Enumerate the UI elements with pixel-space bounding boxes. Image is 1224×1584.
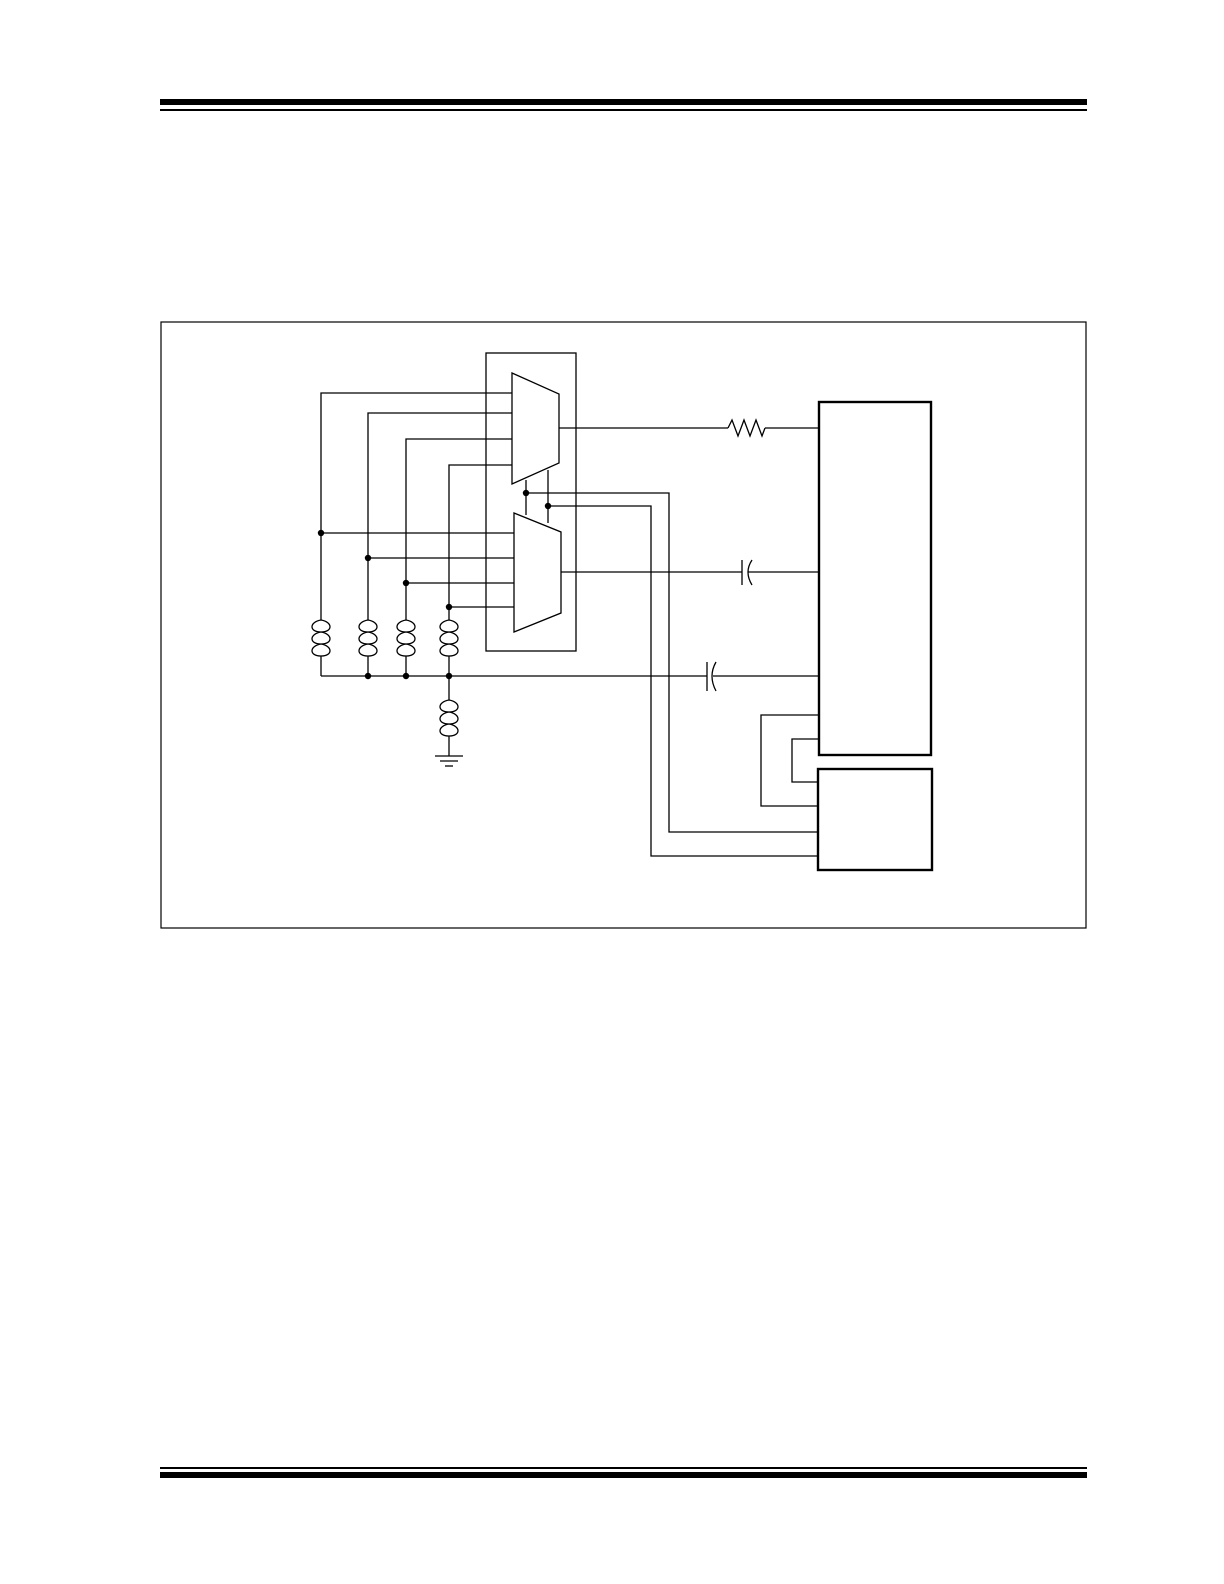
block-interconnect bbox=[760, 714, 819, 807]
multiplexer-top bbox=[511, 371, 560, 486]
reference-coil bbox=[439, 699, 459, 737]
header-rule-thick bbox=[160, 99, 1087, 105]
sensing-coil-1 bbox=[311, 619, 331, 657]
coil-common-wires bbox=[320, 656, 819, 677]
mux-enclosure bbox=[485, 352, 577, 652]
resistor bbox=[559, 418, 819, 438]
figure-frame bbox=[160, 321, 1087, 929]
ground-symbol bbox=[435, 755, 463, 767]
mux-top-input-wires bbox=[320, 392, 512, 620]
common-junction-dots bbox=[364, 672, 453, 680]
sensing-coil-3 bbox=[396, 619, 416, 657]
controller-block bbox=[817, 400, 933, 757]
sensing-coil-2 bbox=[358, 619, 378, 657]
mux-select-lines bbox=[522, 470, 819, 857]
capacitor-1 bbox=[561, 559, 819, 586]
mux-bottom-input-wires bbox=[321, 532, 514, 608]
sensing-coil-4 bbox=[439, 619, 459, 657]
header-rule-thin bbox=[160, 109, 1087, 111]
footer-rule-thin bbox=[160, 1467, 1087, 1469]
capacitor-2 bbox=[706, 661, 717, 692]
secondary-block bbox=[816, 767, 934, 872]
footer-rule-thick bbox=[160, 1472, 1087, 1478]
multiplexer-bottom bbox=[513, 512, 562, 633]
tap-junction-dots bbox=[317, 529, 453, 611]
